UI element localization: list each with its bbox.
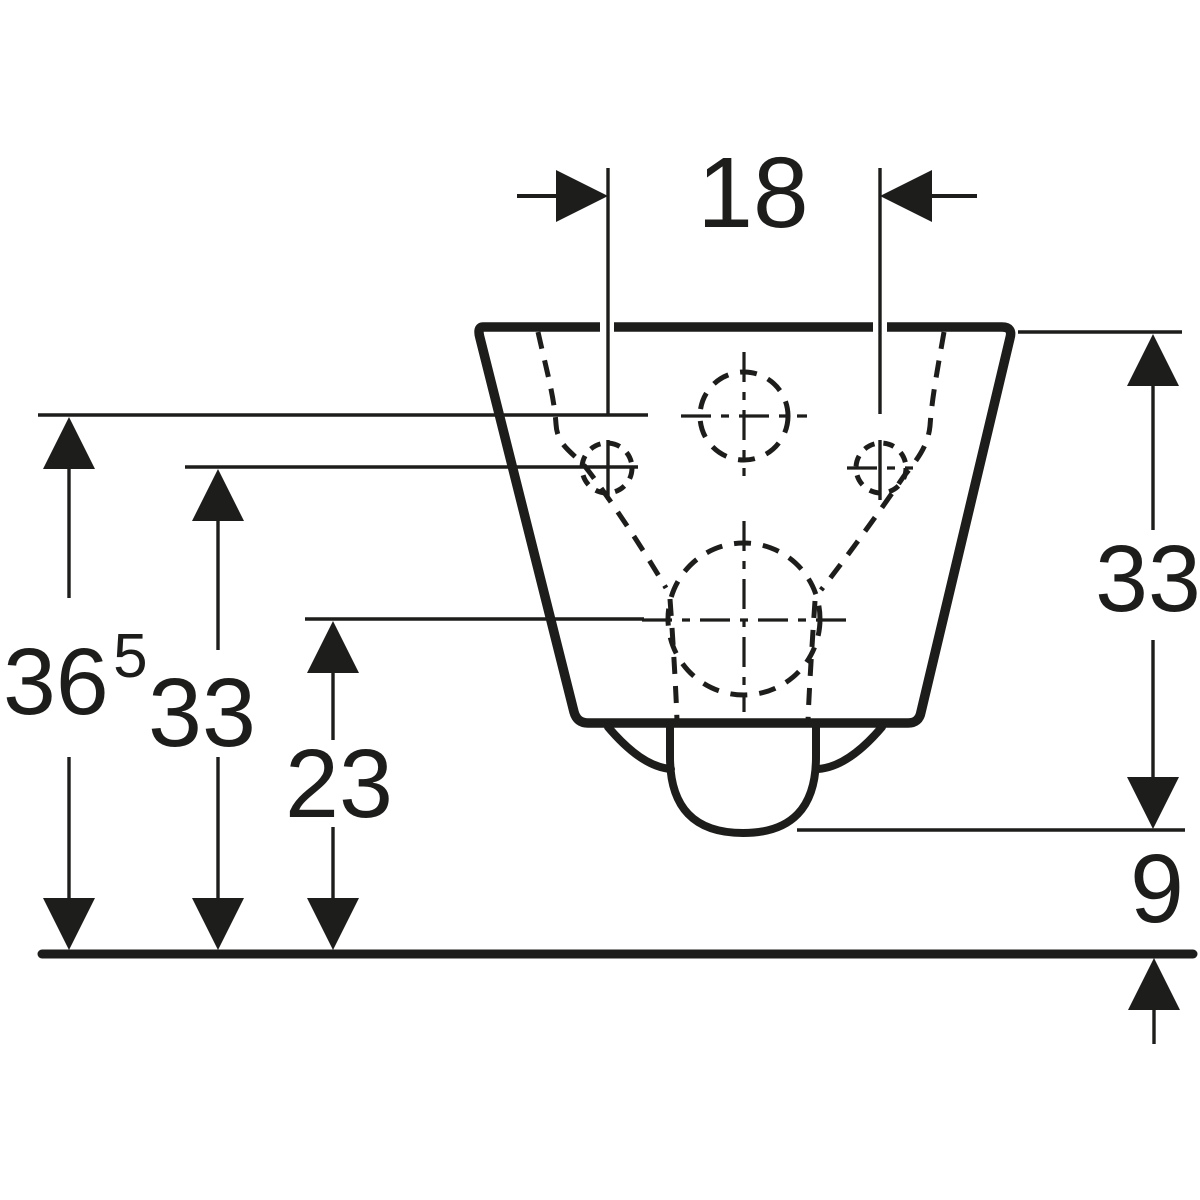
arrowhead-up-icon xyxy=(1127,334,1179,386)
arrowhead-down-icon xyxy=(192,898,244,950)
dimension-33-right: 33 xyxy=(797,330,1200,832)
trapway-outline-left xyxy=(535,331,669,590)
dimension-label-23: 23 xyxy=(285,729,393,838)
funnel-curve-left xyxy=(604,723,675,773)
dimension-superscript: 5 xyxy=(113,622,147,691)
dimension-23: 23 xyxy=(285,617,644,950)
dimension-value: 36 xyxy=(3,629,109,735)
arrowhead-up-icon xyxy=(307,621,359,673)
funnel-curve-right xyxy=(814,723,886,773)
arrowhead-up-icon xyxy=(192,469,244,521)
outlet-spigot xyxy=(604,720,886,838)
dimension-label-18: 18 xyxy=(697,137,808,249)
dimension-36-5: 36 5 xyxy=(3,413,648,950)
arrowhead-up-icon xyxy=(1128,958,1180,1010)
dimension-label-33-left: 33 xyxy=(148,658,256,767)
dimension-label-36-5: 36 5 xyxy=(3,622,148,735)
arrowhead-down-icon xyxy=(1127,777,1179,829)
trapway-outline-right-lower xyxy=(805,600,818,722)
dimension-9: 9 xyxy=(1128,834,1184,1044)
spigot-outline xyxy=(666,720,820,838)
arrowhead-up-icon xyxy=(43,417,95,469)
dimension-label-33-right: 33 xyxy=(1095,526,1200,632)
dimension-18: 18 xyxy=(517,137,977,500)
arrowhead-left-icon xyxy=(880,170,932,222)
arrowhead-right-icon xyxy=(556,170,608,222)
hidden-detail xyxy=(535,331,947,722)
dimension-33-left: 33 xyxy=(148,465,638,950)
trapway-outline-right xyxy=(819,331,947,592)
trapway-outline-left-lower xyxy=(667,598,680,722)
centre-lines xyxy=(642,352,913,712)
toilet-body-outline xyxy=(474,322,1016,728)
dimension-label-9: 9 xyxy=(1130,834,1184,943)
arrowhead-down-icon xyxy=(307,898,359,950)
arrowhead-down-icon xyxy=(43,898,95,950)
